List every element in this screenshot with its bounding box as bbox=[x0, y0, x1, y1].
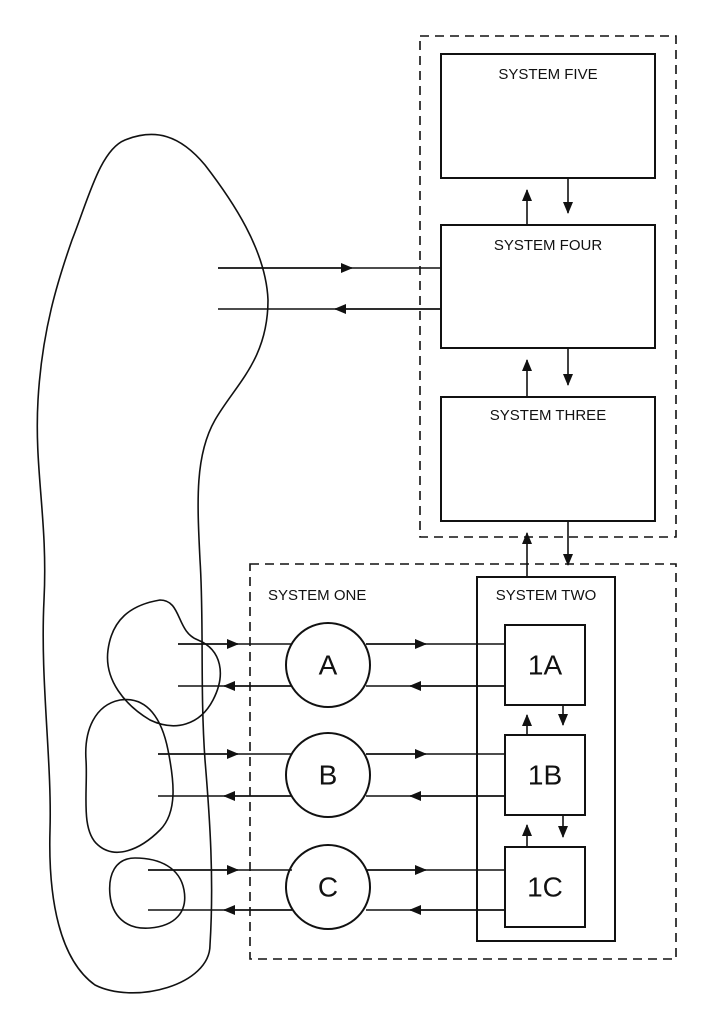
environment-region-c bbox=[108, 857, 186, 929]
unit-1c-label: 1C bbox=[527, 872, 563, 903]
operation-b-circle bbox=[285, 732, 371, 818]
system-four-label: SYSTEM FOUR bbox=[494, 237, 603, 254]
system-two-label: SYSTEM TWO bbox=[496, 587, 597, 604]
unit-1a-box bbox=[504, 624, 586, 706]
system-five-box bbox=[440, 53, 656, 179]
unit-1c-box bbox=[504, 846, 586, 928]
system-two-box bbox=[476, 576, 616, 942]
operation-c-label: C bbox=[318, 872, 338, 903]
unit-1b-label: 1B bbox=[528, 760, 562, 791]
environment-region-a bbox=[106, 599, 222, 727]
environment-region-b bbox=[84, 698, 174, 854]
system-three-label: SYSTEM THREE bbox=[490, 407, 606, 424]
system-three-box bbox=[440, 396, 656, 522]
environment-boundary bbox=[36, 133, 269, 994]
management-container bbox=[419, 35, 677, 538]
system-one-label: SYSTEM ONE bbox=[268, 587, 366, 604]
operations-container bbox=[249, 563, 677, 960]
operation-a-circle bbox=[285, 622, 371, 708]
system-four-box bbox=[440, 224, 656, 349]
system-five-label: SYSTEM FIVE bbox=[498, 66, 597, 83]
unit-1b-box bbox=[504, 734, 586, 816]
operation-b-label: B bbox=[319, 760, 338, 791]
operation-c-circle bbox=[285, 844, 371, 930]
operation-a-label: A bbox=[319, 650, 338, 681]
unit-1a-label: 1A bbox=[528, 650, 563, 681]
